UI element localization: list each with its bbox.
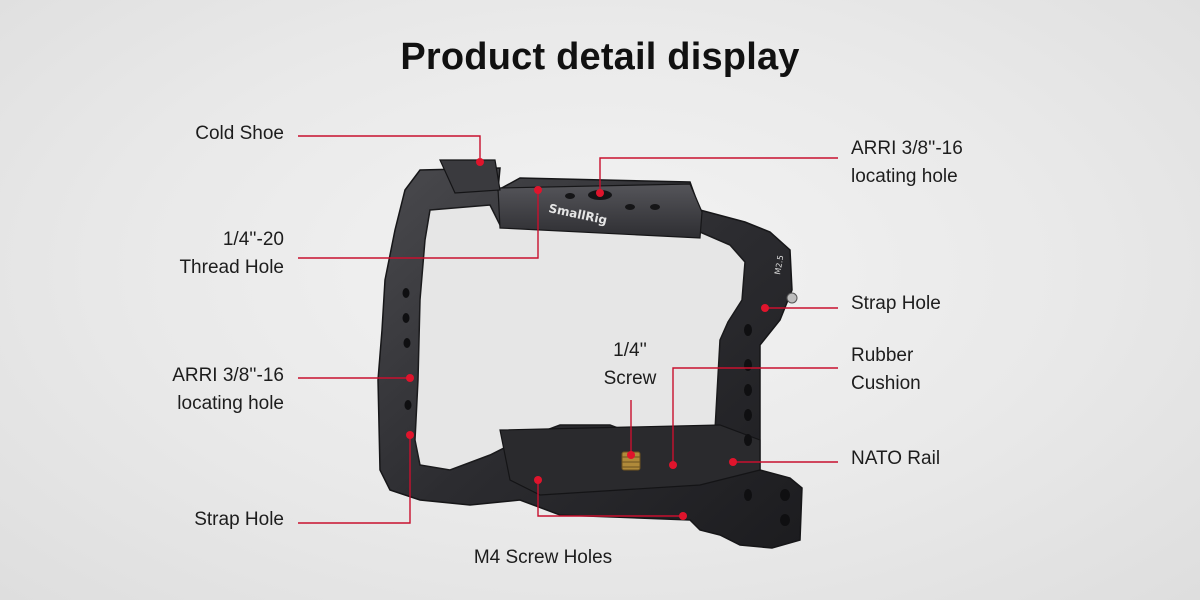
leader-thread-hole — [298, 188, 539, 259]
label-arri-right: ARRI 3/8''-16 locating hole — [851, 135, 963, 191]
label-nato-rail-text: NATO Rail — [851, 448, 941, 469]
engraving-label: M2.5 — [773, 254, 785, 275]
label-cold-shoe-text: Cold Shoe — [195, 123, 284, 144]
leader-rubber-cushion — [672, 367, 838, 462]
top-plate — [497, 183, 703, 239]
marker-arri-left — [406, 374, 414, 382]
marker-thread-hole — [534, 186, 542, 194]
leader-arri-right — [599, 157, 838, 190]
cage-body: SmallRig M2.5 — [377, 159, 803, 549]
marker-cold-shoe — [476, 158, 484, 166]
markers — [406, 158, 769, 520]
marker-strap-right — [761, 304, 769, 312]
label-screw-line1: 1/4'' — [613, 340, 647, 361]
label-screw: 1/4'' Screw — [580, 337, 680, 393]
label-m4-holes: M4 Screw Holes — [443, 544, 643, 572]
leader-cold-shoe — [298, 135, 481, 158]
marker-arri-right — [596, 189, 604, 197]
strap-pin-right — [786, 292, 798, 304]
label-thread-hole: 1/4''-20 Thread Hole — [120, 226, 284, 282]
marker-m4-right — [679, 512, 687, 520]
screw-icon — [621, 451, 641, 471]
label-m4-holes-text: M4 Screw Holes — [473, 547, 613, 568]
label-arri-right-line2: locating hole — [851, 166, 958, 187]
label-nato-rail: NATO Rail — [851, 445, 940, 473]
label-thread-hole-line1: 1/4''-20 — [222, 229, 284, 250]
leader-lines — [298, 135, 838, 524]
label-rubber-cushion: Rubber Cushion — [851, 342, 921, 398]
label-rubber-cushion-line1: Rubber — [851, 345, 914, 366]
label-strap-left-text: Strap Hole — [194, 509, 284, 530]
marker-screw — [627, 451, 635, 459]
label-strap-right: Strap Hole — [851, 290, 941, 318]
label-arri-left-line1: ARRI 3/8''-16 — [172, 365, 284, 386]
leader-m4-holes — [537, 480, 683, 517]
marker-strap-left — [406, 431, 414, 439]
right-rail-holes — [744, 324, 790, 526]
label-strap-left: Strap Hole — [120, 506, 284, 534]
label-arri-left: ARRI 3/8''-16 locating hole — [120, 362, 284, 418]
label-cold-shoe: Cold Shoe — [120, 120, 284, 148]
label-arri-right-line1: ARRI 3/8''-16 — [851, 138, 963, 159]
left-rail-holes — [402, 288, 412, 410]
marker-rubber-cushion — [669, 461, 677, 469]
label-screw-line2: Screw — [603, 368, 657, 389]
leader-strap-left — [298, 437, 411, 524]
marker-m4-left — [534, 476, 542, 484]
label-strap-right-text: Strap Hole — [851, 293, 941, 314]
top-plate-holes — [565, 190, 660, 210]
marker-nato-rail — [729, 458, 737, 466]
page-title: Product detail display — [400, 36, 800, 78]
label-thread-hole-line2: Thread Hole — [179, 257, 284, 278]
label-rubber-cushion-line2: Cushion — [851, 373, 921, 394]
label-arri-left-line2: locating hole — [177, 393, 284, 414]
